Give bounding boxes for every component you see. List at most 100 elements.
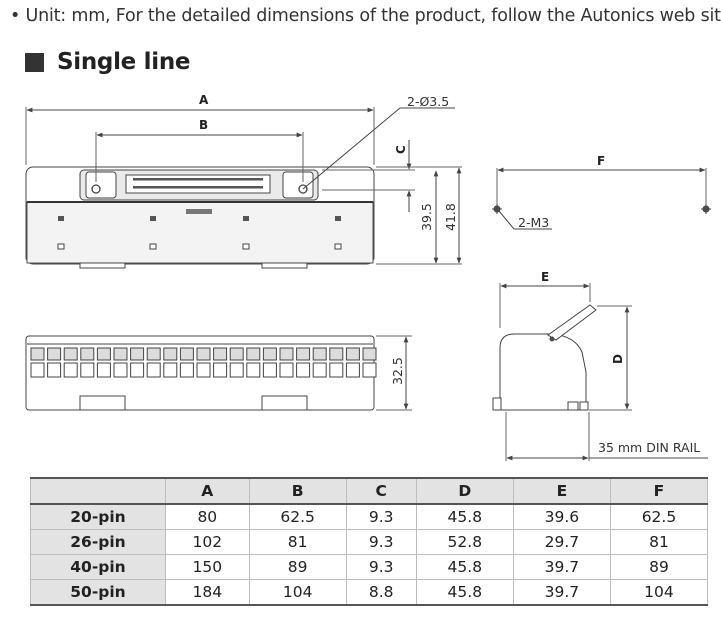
unit-note: • Unit: mm, For the detailed dimensions … xyxy=(10,6,721,26)
dim-d-label: D xyxy=(611,354,625,364)
column-header: A xyxy=(165,477,250,505)
terminal-top xyxy=(146,347,161,361)
terminal-bottom xyxy=(279,362,294,378)
table-cell: 8.8 xyxy=(345,579,417,606)
terminal-top xyxy=(63,347,78,361)
table-cell: 102 xyxy=(165,529,250,555)
table-cell: 104 xyxy=(609,579,709,606)
table-row: 26-pin 102 81 9.3 52.8 29.7 81 xyxy=(30,529,709,555)
terminal-bottom xyxy=(96,362,111,378)
table-cell: 89 xyxy=(248,554,347,580)
column-header: E xyxy=(512,477,611,505)
terminal-top xyxy=(179,347,194,361)
terminal-bottom xyxy=(163,362,178,378)
table-cell: 9.3 xyxy=(345,503,417,530)
table-row: 20-pin 80 62.5 9.3 45.8 39.6 62.5 xyxy=(30,503,709,530)
terminal-top xyxy=(279,347,294,361)
terminal-bottom xyxy=(312,362,327,378)
terminal-top xyxy=(296,347,311,361)
table-cell: 62.5 xyxy=(248,503,347,530)
terminal-bottom xyxy=(80,362,95,378)
section-title: Single line xyxy=(57,49,191,75)
terminal-bottom xyxy=(179,362,194,378)
table-cell: 45.8 xyxy=(415,579,514,606)
terminal-top xyxy=(262,347,277,361)
column-header: B xyxy=(248,477,347,505)
terminal-top xyxy=(229,347,244,361)
terminal-top xyxy=(362,347,377,361)
section-heading: Single line xyxy=(25,49,191,75)
dimension-drawing: A B 2-Ø3.5 C 39.5 41.8 F 2-M3 32.5 xyxy=(25,93,711,461)
row-header: 20-pin xyxy=(30,503,166,530)
table-cell: 81 xyxy=(248,529,347,555)
terminal-view xyxy=(25,335,412,411)
height-32-5-label: 32.5 xyxy=(390,357,405,385)
terminal-bottom xyxy=(246,362,261,378)
column-header: C xyxy=(345,477,417,505)
table-row: 40-pin 150 89 9.3 45.8 39.7 89 xyxy=(30,554,709,580)
table-cell: 29.7 xyxy=(512,529,611,555)
table-cell: 81 xyxy=(609,529,709,555)
terminal-bottom xyxy=(63,362,78,378)
terminal-top xyxy=(345,347,360,361)
terminal-bottom xyxy=(196,362,211,378)
table-cell: 45.8 xyxy=(415,554,514,580)
terminal-top xyxy=(80,347,95,361)
terminal-bottom xyxy=(345,362,360,378)
terminal-top xyxy=(329,347,344,361)
table-cell: 39.6 xyxy=(512,503,611,530)
dimension-table: A B C D E F 20-pin 80 62.5 9.3 45.8 39.6… xyxy=(30,477,709,606)
terminal-bottom xyxy=(130,362,145,378)
terminal-bottom xyxy=(296,362,311,378)
front-view xyxy=(25,107,462,269)
top-view xyxy=(492,167,711,230)
table-row: 50-pin 184 104 8.8 45.8 39.7 104 xyxy=(30,579,709,606)
row-header: 26-pin xyxy=(30,529,166,555)
table-cell: 80 xyxy=(165,503,250,530)
terminal-top xyxy=(246,347,261,361)
row-header: 50-pin xyxy=(30,579,166,606)
table-header-row: A B C D E F xyxy=(30,477,709,505)
terminal-bottom xyxy=(329,362,344,378)
terminal-top xyxy=(30,347,45,361)
dim-b-label: B xyxy=(199,118,208,132)
dim-e-label: E xyxy=(541,270,549,284)
table-cell: 104 xyxy=(248,579,347,606)
table-cell: 62.5 xyxy=(609,503,709,530)
terminal-bottom xyxy=(30,362,45,378)
terminal-bottom xyxy=(362,362,377,378)
terminal-bottom xyxy=(229,362,244,378)
dim-c-label: C xyxy=(394,145,408,154)
table-corner-cell xyxy=(30,477,166,505)
terminal-bottom xyxy=(47,362,62,378)
dim-a-label: A xyxy=(199,93,209,107)
table-cell: 45.8 xyxy=(415,503,514,530)
side-view xyxy=(492,283,708,461)
table-cell: 39.7 xyxy=(512,579,611,606)
table-cell: 184 xyxy=(165,579,250,606)
table-cell: 39.7 xyxy=(512,554,611,580)
table-cell: 89 xyxy=(609,554,709,580)
row-header: 40-pin xyxy=(30,554,166,580)
heading-square-icon xyxy=(25,52,44,72)
terminal-top xyxy=(130,347,145,361)
table-cell: 150 xyxy=(165,554,250,580)
height-41-8-label: 41.8 xyxy=(443,203,458,231)
terminal-bottom xyxy=(146,362,161,378)
terminal-bottom xyxy=(113,362,128,378)
dim-f-label: F xyxy=(597,154,605,168)
terminal-top xyxy=(47,347,62,361)
hole-label: 2-Ø3.5 xyxy=(407,94,449,109)
screw-label: 2-M3 xyxy=(518,215,549,230)
terminal-top xyxy=(312,347,327,361)
din-rail-label: 35 mm DIN RAIL xyxy=(598,440,700,455)
column-header: D xyxy=(415,477,514,505)
terminal-bottom xyxy=(262,362,277,378)
terminal-bottom xyxy=(213,362,228,378)
table-cell: 9.3 xyxy=(345,529,417,555)
height-39-5-label: 39.5 xyxy=(419,203,434,231)
table-cell: 9.3 xyxy=(345,554,417,580)
terminal-top xyxy=(213,347,228,361)
terminal-top xyxy=(96,347,111,361)
terminal-top xyxy=(196,347,211,361)
